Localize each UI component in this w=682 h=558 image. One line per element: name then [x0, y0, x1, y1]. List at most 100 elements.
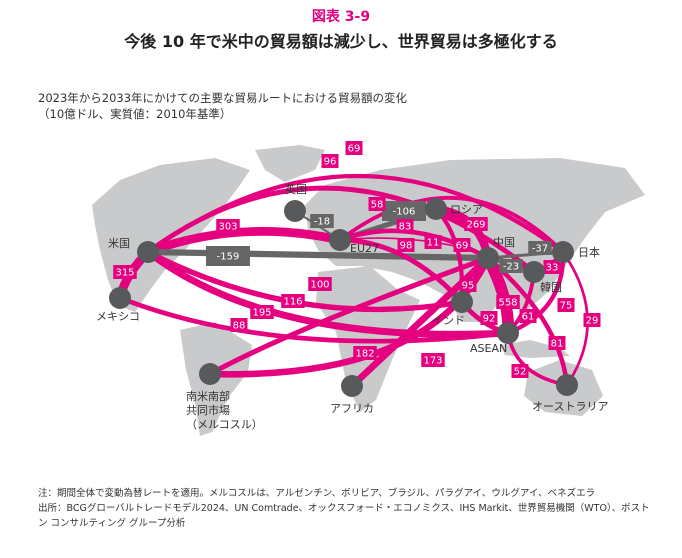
greenland — [255, 145, 325, 182]
flow-value-box — [496, 295, 520, 309]
node-au — [556, 374, 578, 396]
node-label-uk: 英国 — [285, 182, 307, 196]
trade-flow-us-cn — [147, 248, 489, 262]
node-mx — [109, 287, 131, 309]
node-uk — [284, 200, 306, 222]
flow-value-box — [308, 277, 332, 291]
flow-value-box — [396, 219, 414, 233]
node-label-af: アフリカ — [330, 402, 374, 415]
figure-number: 図表 3-9 — [311, 9, 371, 25]
flow-value-label: -106 — [393, 207, 416, 218]
flow-value-box — [230, 318, 248, 332]
flow-value-box — [368, 197, 386, 211]
flow-value-label: 29 — [586, 316, 599, 327]
trade-flow-us-eu — [146, 227, 341, 257]
flow-value-label: 100 — [310, 280, 329, 291]
node-cn — [477, 247, 499, 269]
trade-flow-cn-sa — [208, 255, 489, 377]
flow-value-box — [557, 298, 575, 312]
flow-value-box — [480, 311, 498, 325]
flow-value-box — [499, 259, 523, 273]
indonesia — [500, 340, 570, 358]
flow-value-label: -37 — [532, 244, 548, 255]
flow-value-label: 52 — [514, 367, 527, 378]
flow-value-label: 69 — [348, 144, 361, 155]
flow-value-label: 11 — [427, 238, 440, 249]
flow-value-label: 173 — [423, 356, 442, 367]
flow-value-box — [113, 265, 137, 279]
node-jp — [552, 241, 574, 263]
flow-value-label: 96 — [324, 157, 337, 168]
flow-value-box — [459, 278, 477, 292]
flow-value-box — [519, 309, 537, 323]
flow-value-label: 315 — [115, 268, 134, 279]
flow-value-label: 92 — [483, 314, 496, 325]
flow-value-box — [543, 260, 561, 274]
node-us — [137, 241, 159, 263]
trade-flow-eu-jp — [338, 195, 565, 254]
flow-value-box — [310, 214, 334, 228]
trade-flow-mx-asean — [119, 295, 509, 344]
flow-value-box — [321, 154, 339, 168]
flow-value-label: 195 — [252, 308, 271, 319]
node-label-us: 米国 — [108, 237, 130, 250]
flow-value-box — [421, 353, 445, 367]
trade-flow-us-asean — [145, 249, 509, 338]
node-label-ru: ロシア — [450, 203, 483, 216]
flow-value-box — [353, 346, 377, 360]
trade-flow-jp-asean — [507, 251, 566, 336]
node-label-kr: 韓国 — [540, 281, 562, 294]
node-label-in: インド — [432, 314, 465, 327]
trade-flow-eu-in — [339, 237, 464, 304]
flow-value-label: 58 — [371, 200, 384, 211]
node-label-eu: EU27 — [350, 242, 379, 255]
flow-value-box — [528, 241, 552, 255]
node-label-asean: ASEAN — [470, 342, 507, 355]
flow-value-label: 116 — [283, 297, 302, 308]
node-af — [341, 375, 363, 397]
note-text: 注：期間全体で変動為替レートを適用。メルコスルは、アルゼンチン、ボリビア、ブラジ… — [38, 488, 596, 499]
node-label-sa: 南米南部 — [186, 389, 230, 403]
node-label-sa: （メルコスル） — [186, 418, 263, 431]
flow-value-label: 33 — [546, 263, 559, 274]
flow-value-label: 303 — [218, 222, 237, 233]
flow-value-label: 81 — [551, 339, 564, 350]
node-label-sa: 共同市場 — [186, 403, 230, 417]
flow-value-box — [397, 238, 415, 252]
flow-value-label: 269 — [466, 220, 485, 231]
node-asean — [497, 322, 519, 344]
source-text: 出所：BCGグローバルトレードモデル2024、UN Comtrade、オックスフ… — [38, 503, 650, 529]
flow-value-box — [453, 238, 471, 252]
node-in — [451, 291, 473, 313]
node-label-cn: 中国 — [493, 236, 515, 249]
notes: 注：期間全体で変動為替レートを適用。メルコスルは、アルゼンチン、ボリビア、ブラジ… — [38, 486, 658, 531]
flow-value-box — [511, 364, 529, 378]
figure-title: 今後 10 年で米中の貿易額は減少し、世界貿易は多極化する — [124, 32, 558, 51]
subtitle: 2023年から2033年にかけての主要な貿易ルートにおける貿易額の変化 — [38, 91, 408, 105]
flow-value-box — [281, 294, 305, 308]
flow-value-label: 69 — [456, 241, 469, 252]
flow-value-box — [345, 141, 363, 155]
flow-value-box — [250, 305, 274, 319]
flow-value-label: -23 — [503, 262, 519, 273]
node-label-mx: メキシコ — [96, 310, 140, 323]
flow-value-box — [548, 336, 566, 350]
flow-value-box — [206, 246, 250, 266]
flow-value-label: 61 — [522, 312, 535, 323]
flow-value-label: -159 — [217, 252, 240, 263]
flow-value-label: 95 — [462, 281, 475, 292]
flow-value-box — [424, 235, 442, 249]
node-sa — [199, 363, 221, 385]
flow-value-label: 558 — [498, 298, 517, 309]
flow-value-box — [382, 201, 426, 221]
flow-value-label: -18 — [314, 217, 330, 228]
flow-value-label: 98 — [400, 241, 413, 252]
unit-note: （10億ドル、実質値：2010年基準） — [38, 107, 232, 121]
flow-value-label: 182 — [355, 349, 374, 360]
flow-value-box — [464, 217, 488, 231]
node-ru — [425, 198, 447, 220]
node-eu — [329, 229, 351, 251]
node-label-au: オーストラリア — [532, 400, 608, 413]
